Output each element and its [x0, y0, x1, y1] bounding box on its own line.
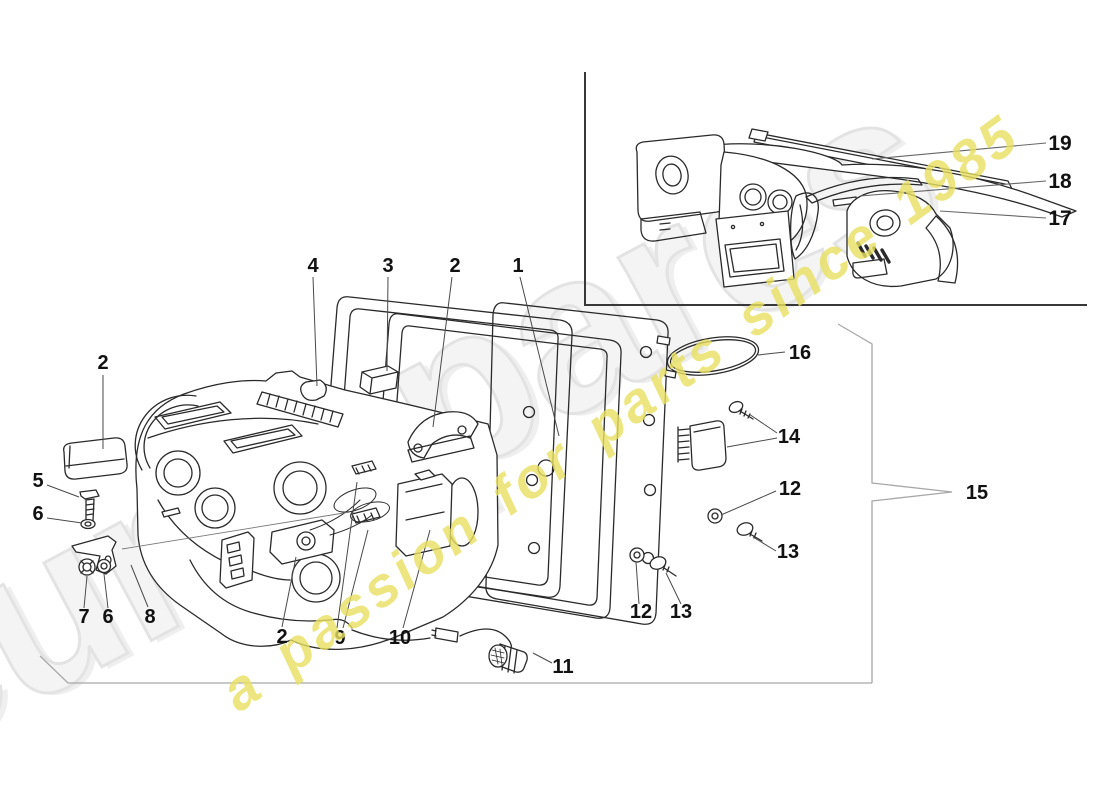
gasket-frame-outer [317, 296, 573, 598]
callout-1: 1 [512, 255, 523, 277]
callout-18: 18 [1048, 170, 1072, 193]
callout-12-lower: 12 [630, 601, 652, 623]
resistor-pack [677, 400, 754, 471]
callout-8: 8 [144, 606, 155, 628]
callout-11: 11 [552, 656, 573, 678]
callout-2-top: 2 [449, 255, 460, 277]
inset-leader-lines [859, 142, 1047, 219]
floor-line [39, 655, 872, 684]
callout-17: 17 [1048, 207, 1071, 230]
relay-box [63, 437, 128, 480]
callout-16: 16 [789, 342, 811, 364]
callout-6-bottom: 6 [102, 606, 113, 628]
callout-13-lower: 13 [670, 601, 692, 623]
callout-2-bottom: 2 [276, 626, 287, 648]
connector-block [219, 531, 255, 589]
washer-part-6-left [80, 518, 96, 530]
cable-assembly [351, 627, 528, 674]
sensor-box [359, 365, 399, 395]
screw-part-5 [79, 489, 100, 525]
callout-12-right: 12 [779, 478, 801, 500]
callout-19: 19 [1048, 132, 1071, 155]
wiring-harness [309, 487, 390, 536]
callout-14: 14 [778, 426, 801, 448]
dashboard-inset-drawing [635, 128, 1077, 288]
callout-9: 9 [334, 627, 345, 649]
gasket-frame-inner [369, 313, 622, 619]
dash-left-cap [635, 134, 728, 222]
callout-15: 15 [966, 482, 988, 504]
servo-actuator [269, 519, 335, 565]
callout-2-left: 2 [97, 352, 108, 374]
item-15-bracket [837, 323, 953, 683]
washer-screw-lower [629, 547, 677, 577]
callout-labels: 4 3 2 1 2 5 6 7 6 8 2 9 10 11 16 14 12 1… [32, 132, 1072, 678]
dash-top-deck [702, 143, 1077, 218]
inset-frame [584, 72, 1087, 306]
callout-3: 3 [382, 255, 393, 277]
vent-ports [155, 450, 341, 603]
leader-lines [46, 276, 786, 664]
callout-5: 5 [32, 470, 43, 492]
frame-rules [39, 323, 953, 684]
callout-10: 10 [389, 627, 411, 649]
cowl-trim-band [805, 176, 923, 204]
callout-7: 7 [78, 606, 89, 628]
mount-pin [161, 507, 181, 518]
cable-loop [656, 335, 760, 379]
callout-6-left: 6 [32, 503, 43, 525]
callout-4: 4 [307, 255, 319, 277]
flap-actuator [395, 469, 479, 557]
clamp-part [300, 379, 327, 402]
housing-wire [189, 559, 353, 629]
nut-and-washer [78, 558, 112, 576]
main-assembly-drawing [63, 296, 763, 674]
washer-screw-right [707, 508, 763, 542]
callout-13-right: 13 [777, 541, 799, 563]
